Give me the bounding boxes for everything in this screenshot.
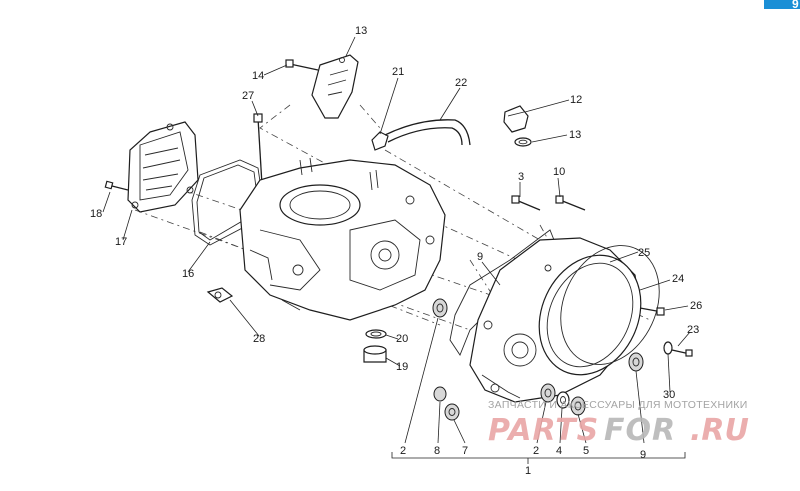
label-30: 30 <box>663 389 675 401</box>
sprocket-guard <box>311 54 359 119</box>
label-20: 20 <box>396 333 408 345</box>
cover-screw-long <box>555 195 586 211</box>
inspection-cover-screw <box>639 307 665 316</box>
seal-left <box>432 298 448 318</box>
filler-cap-oring <box>514 137 532 147</box>
label-24: 24 <box>672 273 684 285</box>
label-18: 18 <box>90 208 102 220</box>
label-7: 8 <box>434 445 440 457</box>
label-28: 28 <box>253 333 265 345</box>
leader-lines <box>102 36 691 464</box>
seal-small <box>444 403 460 421</box>
callout-labels: 13 14 21 22 27 12 13 3 10 9 25 24 26 23 … <box>90 25 702 477</box>
small-screw <box>671 349 693 357</box>
label-17: 17 <box>115 236 127 248</box>
label-11: 12 <box>570 94 582 106</box>
watermark-logo-ru: .RU <box>690 413 749 448</box>
label-9: 9 <box>477 251 483 263</box>
label-23: 23 <box>687 324 699 336</box>
label-4: 4 <box>556 445 562 457</box>
watermark-tagline: ЗАПЧАСТИ И АКСЕССУАРЫ ДЛЯ МОТОТЕХНИКИ <box>488 399 748 411</box>
label-1: 1 <box>525 465 531 477</box>
label-2-left: 2 <box>400 445 406 457</box>
breather-hose <box>371 119 471 151</box>
clutch-inspection-gasket <box>560 245 660 365</box>
label-19: 19 <box>396 361 408 373</box>
oil-filler-cap <box>503 105 529 133</box>
label-27: 27 <box>242 90 254 102</box>
label-8: 9 <box>640 449 646 461</box>
label-21: 21 <box>392 66 404 78</box>
label-5: 5 <box>583 445 589 457</box>
ignition-cover-screw <box>104 180 129 191</box>
ignition-cover <box>127 121 199 213</box>
seal-bushing <box>433 386 447 402</box>
seal-right-a <box>540 383 556 403</box>
small-washer <box>663 341 673 355</box>
watermark: ЗАПЧАСТИ И АКСЕССУАРЫ ДЛЯ МОТОТЕХНИКИ PA… <box>488 399 749 448</box>
page-tab: 9 <box>764 0 800 11</box>
cable-clamp <box>206 287 234 303</box>
clutch-cover <box>469 237 642 403</box>
label-3: 3 <box>518 171 524 183</box>
cover-screw-short <box>511 195 541 211</box>
crankcase-bolt <box>253 113 263 186</box>
label-14: 14 <box>252 70 264 82</box>
crankcase <box>239 157 446 321</box>
page-tab-number: 9 <box>792 0 799 11</box>
seal-right-c <box>570 396 586 416</box>
watermark-logo-parts: PARTS <box>488 413 599 448</box>
seal-kickstart <box>628 352 644 372</box>
drain-washer <box>365 329 387 339</box>
label-16: 16 <box>182 268 194 280</box>
label-12: 13 <box>569 129 581 141</box>
label-13: 13 <box>355 25 367 37</box>
drain-plug <box>363 345 387 363</box>
label-6: 7 <box>462 445 468 457</box>
seal-right-b <box>556 391 570 409</box>
label-22: 22 <box>455 77 467 89</box>
watermark-logo-for: FOR <box>604 413 676 448</box>
sprocket-guard-screw <box>285 59 319 71</box>
label-10: 10 <box>553 166 565 178</box>
label-25: 25 <box>638 247 650 259</box>
label-2-right: 2 <box>533 445 539 457</box>
label-26: 26 <box>690 300 702 312</box>
